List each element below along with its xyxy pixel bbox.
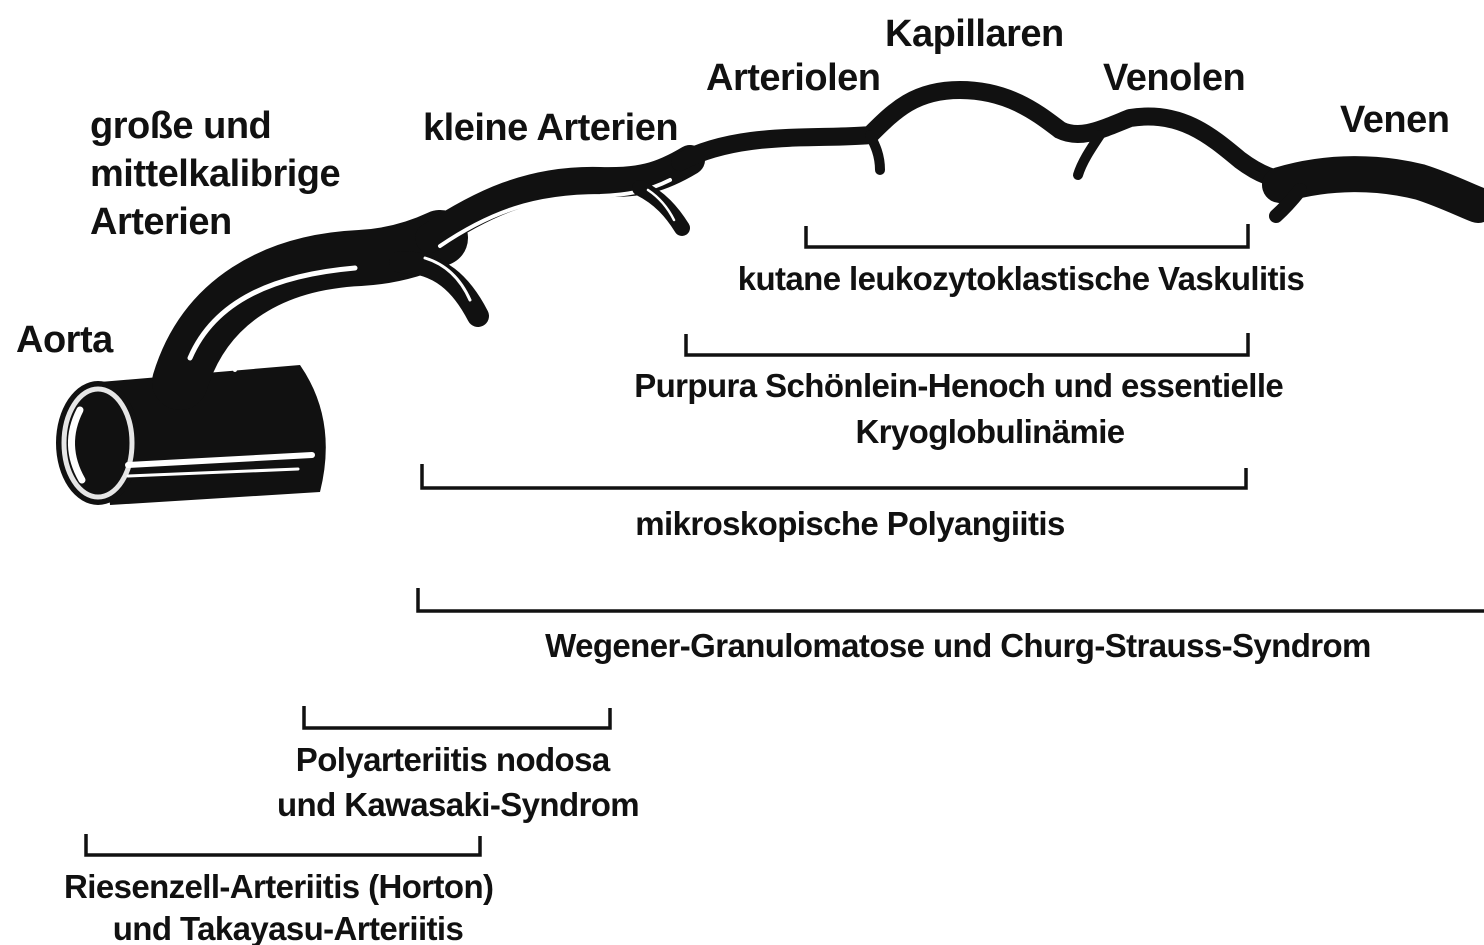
label-cutaneous-vasculitis: kutane leukozytoklastische Vaskulitis (738, 260, 1305, 297)
label-microscopic-polyangiitis: mikroskopische Polyangiitis (635, 505, 1064, 542)
label-large-arteries-line1: große und (90, 105, 271, 147)
bracket-polyarteritis-nodosa (304, 706, 610, 728)
label-venules: Venolen (1103, 57, 1245, 99)
label-giant-cell-arteritis-line1: Riesenzell-Arteriitis (Horton) (64, 868, 493, 905)
label-giant-cell-arteritis-line2: und Takayasu-Arteriitis (113, 910, 464, 945)
arteriole-branch (640, 188, 682, 228)
bracket-purpura (686, 333, 1248, 355)
capillary-loop (680, 90, 1295, 182)
bracket-giant-cell-arteritis (86, 834, 480, 855)
label-purpura-line2: Kryoglobulinämie (855, 413, 1124, 450)
bracket-cutaneous-vasculitis (806, 224, 1248, 247)
label-purpura: Purpura Schönlein-Henoch und essentielle… (634, 367, 1292, 450)
label-wegener: Wegener-Granulomatose und Churg-Strauss-… (545, 627, 1371, 664)
bracket-wegener (418, 588, 1484, 611)
label-large-arteries: große und mittelkalibrige Arterien (90, 105, 350, 243)
label-polyarteritis-nodosa-line1: Polyarteriitis nodosa (296, 741, 611, 778)
label-veins: Venen (1340, 99, 1449, 141)
label-large-arteries-line3: Arterien (90, 201, 232, 243)
label-polyarteritis-nodosa-line2: und Kawasaki-Syndrom (277, 786, 639, 823)
label-aorta: Aorta (16, 319, 114, 361)
label-polyarteritis-nodosa: Polyarteriitis nodosa und Kawasaki-Syndr… (277, 741, 639, 823)
label-large-arteries-line2: mittelkalibrige (90, 153, 340, 195)
label-giant-cell-arteritis: Riesenzell-Arteriitis (Horton) und Takay… (64, 868, 502, 945)
label-arterioles: Arteriolen (706, 57, 880, 99)
label-capillaries: Kapillaren (885, 13, 1064, 55)
vein (1276, 174, 1478, 216)
label-purpura-line1: Purpura Schönlein-Henoch und essentielle (634, 367, 1283, 404)
small-artery-branch (400, 258, 478, 316)
label-small-arteries: kleine Arterien (423, 107, 678, 149)
bracket-microscopic-polyangiitis (422, 464, 1246, 488)
